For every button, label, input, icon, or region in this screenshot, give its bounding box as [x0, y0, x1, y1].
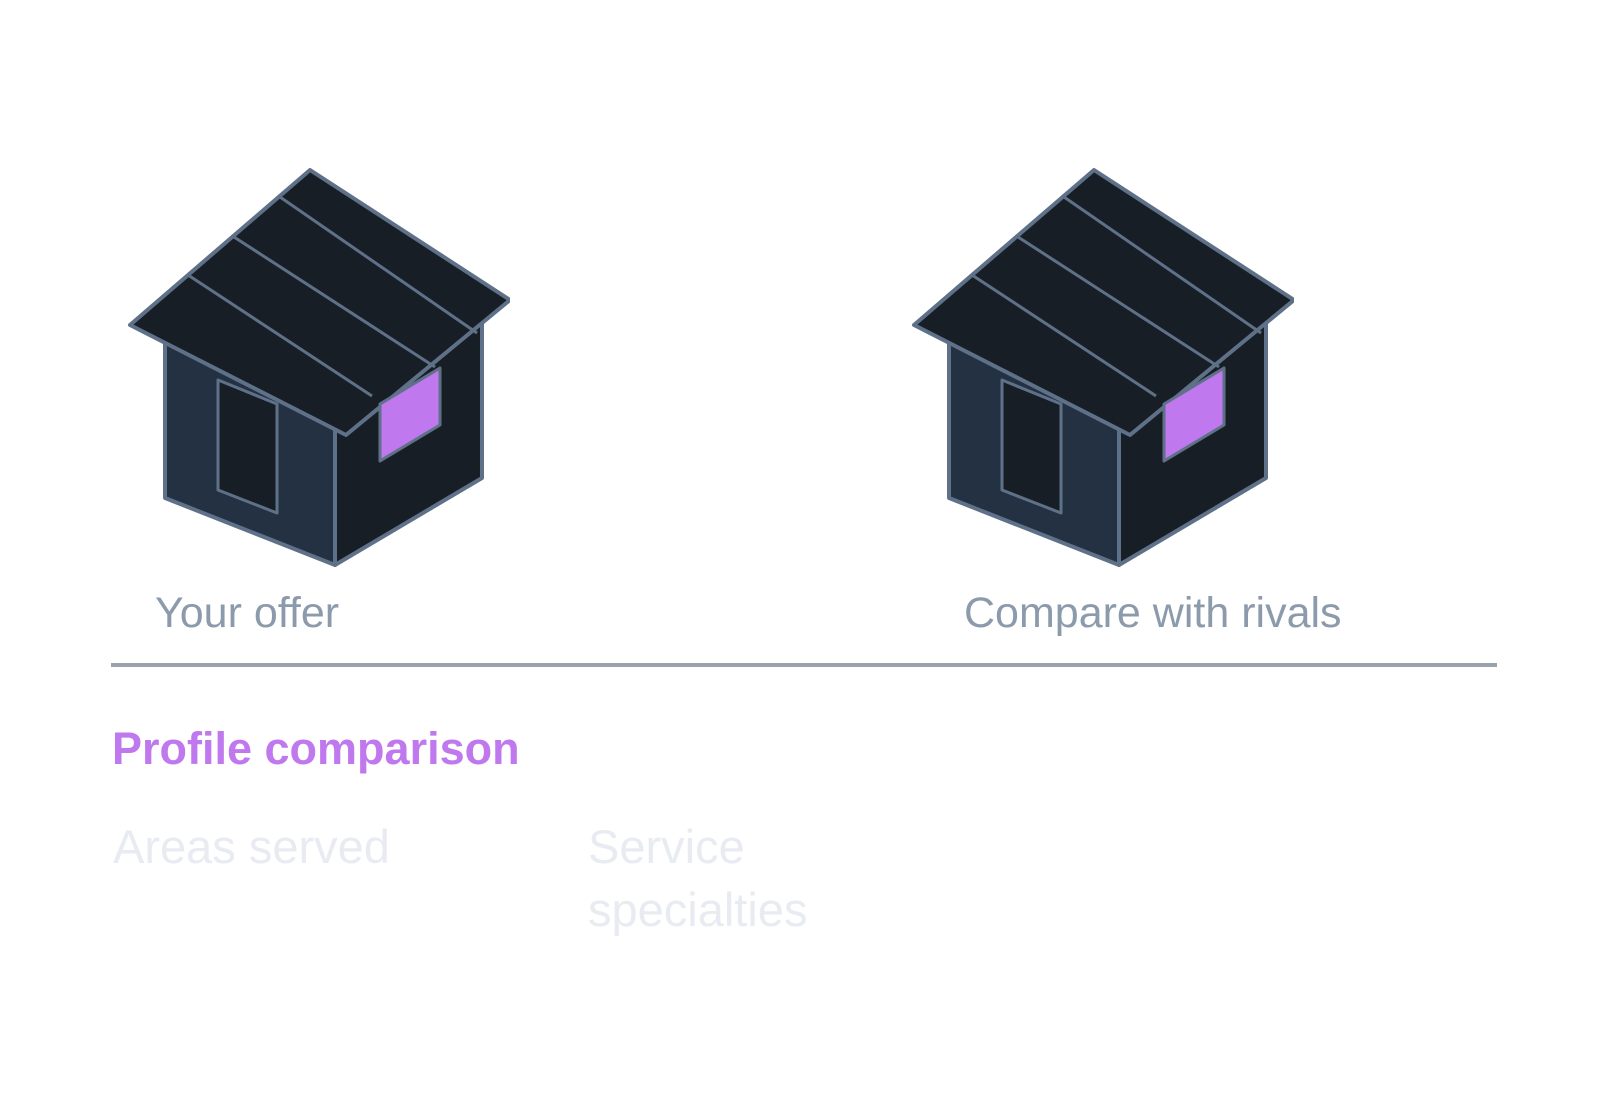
field-areas-served[interactable]: Areas served [113, 820, 390, 873]
section-divider [111, 663, 1497, 667]
house-icon[interactable] [894, 160, 1294, 580]
section-title: Profile comparison [112, 723, 520, 774]
house-icon[interactable] [110, 160, 510, 580]
field-service-specialties[interactable]: Service specialties [588, 820, 808, 936]
option-label-your-offer[interactable]: Your offer [155, 589, 340, 637]
option-label-compare-with-rivals[interactable]: Compare with rivals [964, 589, 1342, 637]
